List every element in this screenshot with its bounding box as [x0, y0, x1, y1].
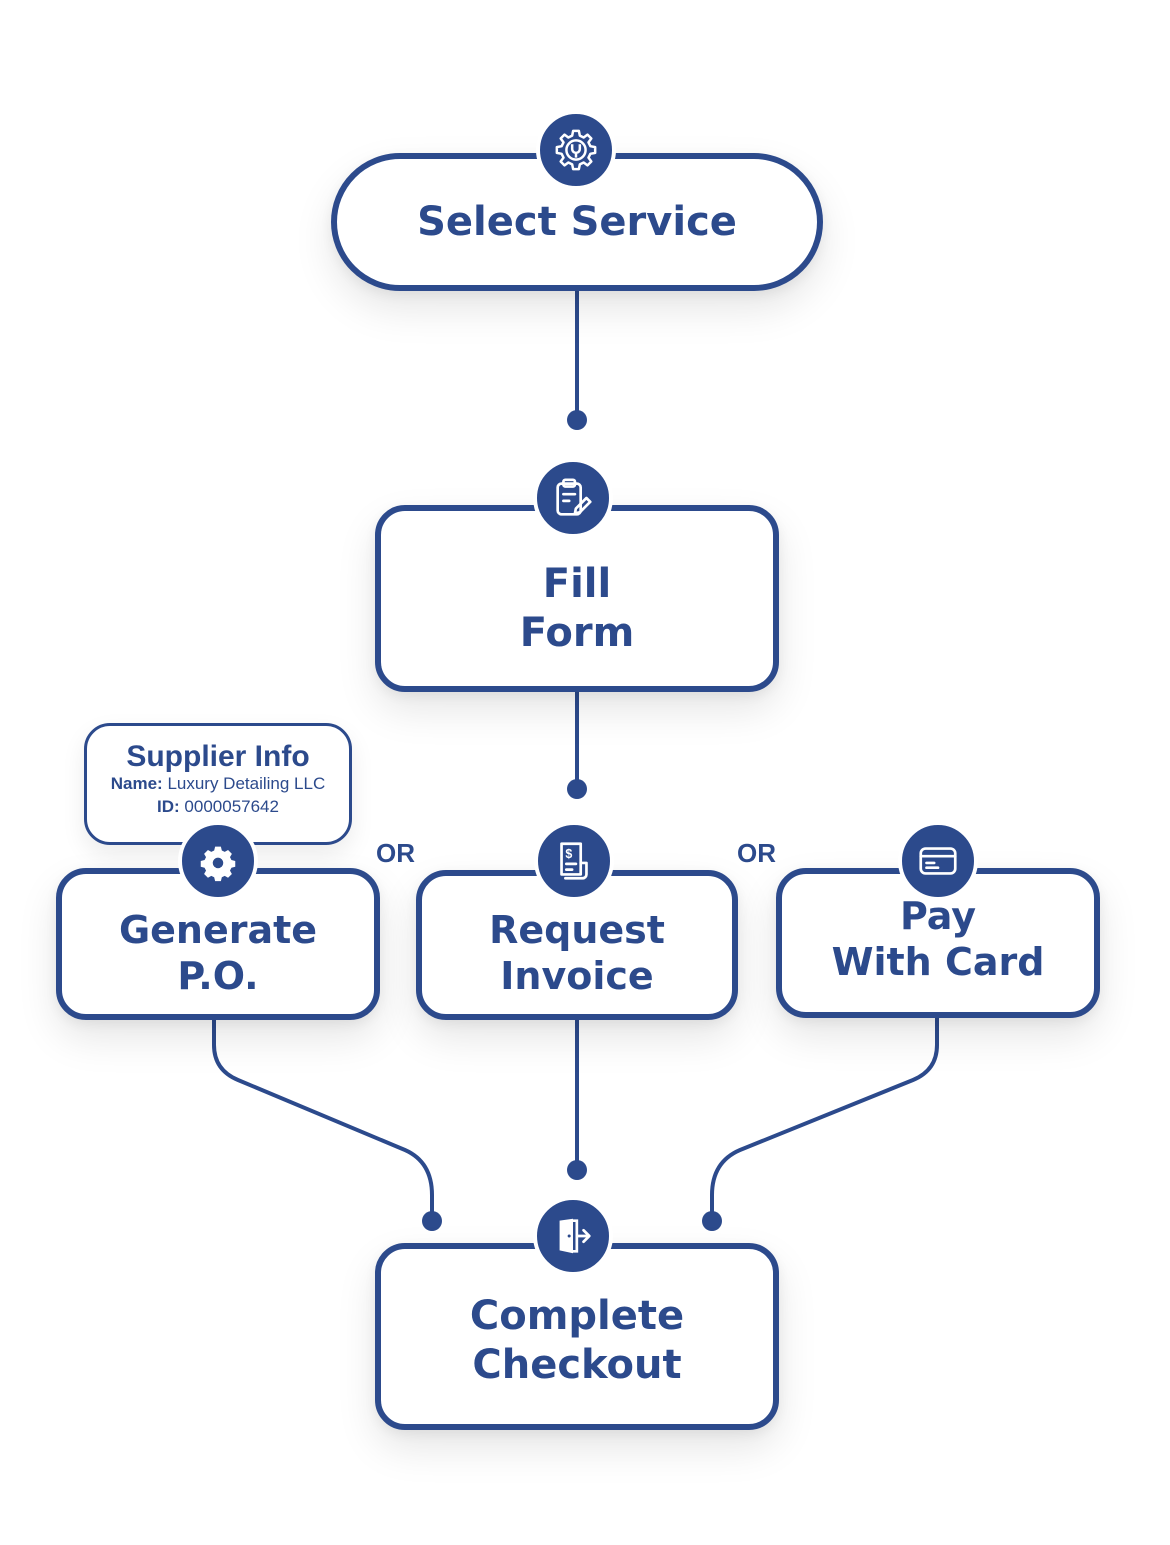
step-fill-form-line1: Fill: [542, 560, 612, 607]
or-label: OR: [376, 838, 415, 868]
invoice-dollar-icon: $: [534, 821, 614, 901]
supplier-name-row: Name: Luxury Detailing LLC: [87, 773, 349, 796]
step-fill-form-line2: Form: [519, 609, 635, 656]
supplier-info-title: Supplier Info: [126, 740, 310, 773]
step-complete-checkout-line1: Complete: [469, 1292, 685, 1339]
svg-text:$: $: [565, 847, 572, 861]
step-select-service-label: Select Service: [417, 198, 737, 245]
step-request-invoice-line1: Request: [489, 907, 665, 952]
connector-dot: [422, 1211, 442, 1231]
step-generate-po-line2: P.O.: [177, 954, 259, 998]
step-pay-with-card-line2: With Card: [831, 940, 1045, 984]
step-complete-checkout-line2: Checkout: [472, 1341, 682, 1388]
gear-wrench-icon: [536, 110, 616, 190]
connector-card-to-checkout: [710, 1016, 939, 1222]
supplier-id-row: ID: 0000057642: [87, 796, 349, 819]
connector-dot: [567, 410, 587, 430]
step-request-invoice-line2: Invoice: [500, 954, 654, 998]
connector-po-to-checkout: [212, 1016, 434, 1222]
clipboard-pencil-icon: [533, 458, 613, 538]
supplier-name-label: Name:: [110, 774, 163, 793]
door-exit-icon: [533, 1196, 613, 1276]
supplier-name-value: Luxury Detailing LLC: [167, 774, 326, 793]
connector-dot: [567, 1160, 587, 1180]
supplier-id-label: ID:: [157, 796, 180, 816]
step-generate-po-line1: Generate: [118, 907, 318, 952]
credit-card-icon: [898, 821, 978, 901]
connector-dot: [567, 779, 587, 799]
or-label: OR: [737, 838, 776, 868]
connector-dot: [702, 1211, 722, 1231]
supplier-id-value: 0000057642: [184, 796, 279, 816]
gear-icon: [178, 821, 258, 901]
